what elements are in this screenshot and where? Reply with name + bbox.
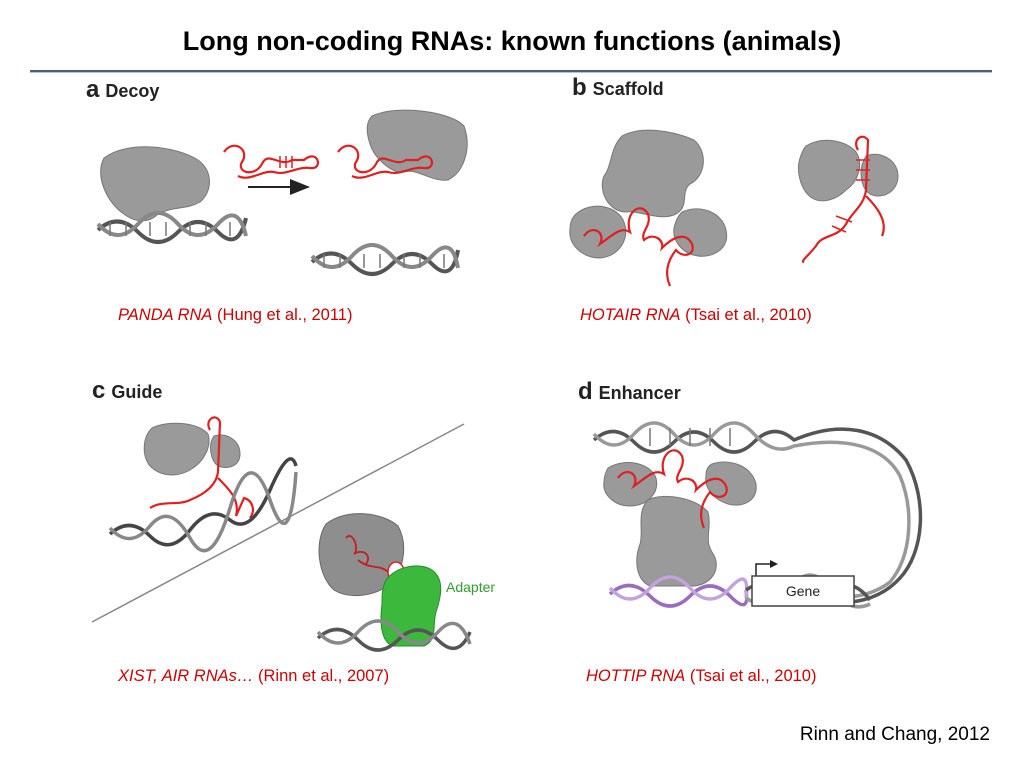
gene-box <box>751 575 855 607</box>
panel-b-citation: (Tsai et al., 2010) <box>685 306 812 324</box>
adapter-label: Adapter <box>446 579 495 595</box>
panel-d-caption: HOTTIP RNA (Tsai et al., 2010) <box>586 667 816 686</box>
protein-blob <box>210 434 241 468</box>
dna-helix <box>96 211 248 244</box>
source-credit: Rinn and Chang, 2012 <box>799 724 990 745</box>
protein-blob <box>860 153 899 197</box>
panel-a-letter: a <box>86 76 100 103</box>
panel-c-letter: c <box>92 377 106 404</box>
protein-blob <box>705 461 757 506</box>
protein-blob <box>636 495 717 587</box>
protein-blob <box>798 139 861 202</box>
panel-a-name: Decoy <box>105 81 160 101</box>
protein-blob <box>673 208 728 257</box>
rna-rungs <box>831 159 870 233</box>
panel-b-graphic <box>569 129 899 287</box>
transcription-start-arrow <box>755 563 772 580</box>
panel-d-rna-name: HOTTIP RNA <box>586 667 686 685</box>
rna-rungs <box>279 156 293 168</box>
panel-c-name: Guide <box>111 382 163 402</box>
panel-d-graphic: Gene <box>592 421 923 609</box>
panel-d-letter: d <box>578 378 593 405</box>
dna-rungs <box>109 222 231 236</box>
protein-blob <box>143 422 210 476</box>
rna-strand <box>149 416 254 519</box>
panel-b-letter: b <box>572 74 587 101</box>
panel-c-rna-name: XIST, AIR RNAs… <box>118 667 254 685</box>
protein-blob <box>100 146 210 222</box>
rna-strand <box>617 449 728 529</box>
panel-b-name: Scaffold <box>592 79 664 99</box>
panel-c-caption: XIST, AIR RNAs… (Rinn et al., 2007) <box>118 667 389 686</box>
rna-strand <box>345 535 389 573</box>
panel-c-citation: (Rinn et al., 2007) <box>258 667 390 685</box>
rna-strand <box>337 144 434 179</box>
dna-loop <box>592 421 923 604</box>
panel-a-rna-name: PANDA RNA <box>118 306 213 324</box>
panel-b-caption: HOTAIR RNA (Tsai et al., 2010) <box>580 306 812 325</box>
panel-a-citation: (Hung et al., 2011) <box>217 306 353 324</box>
panel-c-graphic: Adapter <box>91 416 495 652</box>
dna-helix <box>310 243 460 276</box>
panel-b-rna-name: HOTAIR RNA <box>580 306 681 324</box>
gene-label: Gene <box>786 583 820 599</box>
rna-strand <box>801 135 885 264</box>
dna-rungs <box>649 428 731 446</box>
title-divider <box>30 70 992 73</box>
panel-d-citation: (Tsai et al., 2010) <box>689 667 817 685</box>
dna-helix <box>316 619 472 652</box>
rna-strand <box>583 207 694 287</box>
separator-line <box>91 423 465 623</box>
slide-title: Long non-coding RNAs: known functions (a… <box>182 26 842 56</box>
dna-helix <box>108 457 298 553</box>
arrowhead-icon <box>770 560 778 568</box>
panel-d-name: Enhancer <box>598 383 681 403</box>
protein-blob <box>601 129 704 218</box>
panel-a-caption: PANDA RNA (Hung et al., 2011) <box>118 306 352 325</box>
dna-rungs <box>323 254 445 268</box>
rna-strand <box>223 144 320 179</box>
panel-a-graphic <box>96 109 468 276</box>
protein-blob <box>603 462 658 507</box>
protein-blob <box>366 109 468 181</box>
dna-helix <box>608 575 749 608</box>
